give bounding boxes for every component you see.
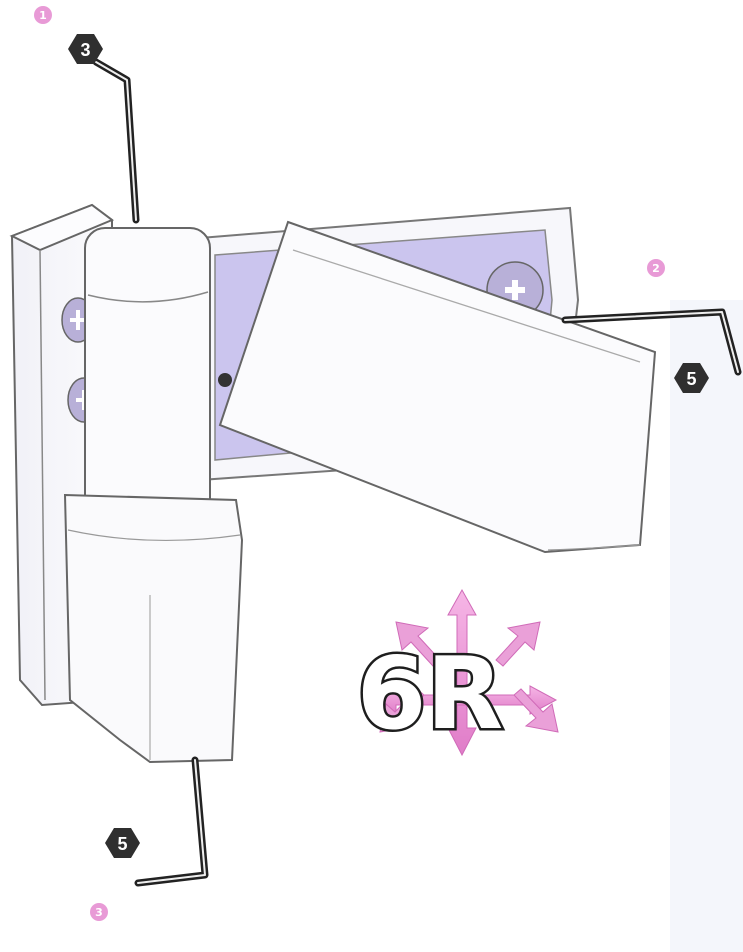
pink-marker-2: 2 [647,259,665,277]
hex-badge-3-label: 3 [80,40,90,60]
pin-icon [218,373,232,387]
allen-key-bottom [138,760,205,883]
hex-badge-5-right-label: 5 [686,369,696,389]
pink-marker-1: 1 [34,6,52,24]
hex-badge-5-bottom: 5 [105,828,140,858]
adjustment-logo: 6R [357,635,504,752]
logo-text: 6R [357,635,504,752]
hex-badge-5-bottom-label: 5 [117,834,127,854]
pink-marker-1-label: 1 [39,9,47,22]
pink-marker-2-label: 2 [652,262,660,275]
pink-marker-3-label: 3 [95,906,103,919]
pink-marker-3: 3 [90,903,108,921]
allen-key-top [96,62,136,220]
background-tint [670,300,743,952]
